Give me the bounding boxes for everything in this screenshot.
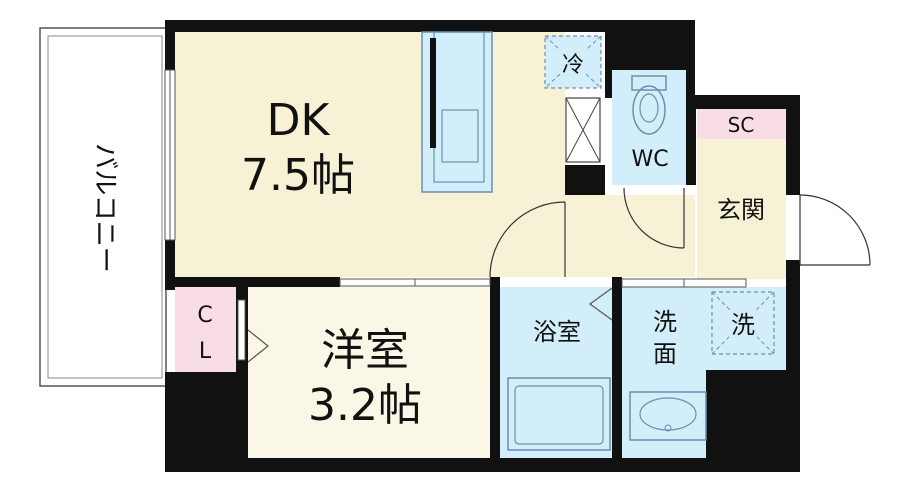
wc-label: WC bbox=[631, 147, 668, 172]
bathroom: 浴室 bbox=[500, 287, 613, 458]
balcony-window bbox=[164, 69, 176, 241]
washer-label: 洗 bbox=[731, 311, 755, 339]
shoe-closet-label: SC bbox=[728, 113, 755, 137]
fridge-label: 冷 bbox=[562, 53, 584, 78]
dk-passage-floor bbox=[565, 195, 695, 277]
washroom: 洗 面 bbox=[621, 278, 786, 458]
dk-size: 7.5帖 bbox=[241, 150, 355, 201]
washroom-line2: 面 bbox=[653, 340, 677, 368]
dk-name: DK bbox=[267, 95, 331, 146]
sliding-door-western bbox=[339, 278, 491, 287]
dk-floor bbox=[175, 32, 565, 277]
washer-space: 洗 bbox=[711, 291, 775, 355]
closet: C L bbox=[175, 287, 246, 372]
western-room-size: 3.2帖 bbox=[308, 380, 422, 431]
closet-line1: C bbox=[197, 303, 212, 328]
washroom-line1: 洗 bbox=[653, 308, 677, 336]
cabinet bbox=[565, 97, 605, 195]
western-room: 洋室 3.2帖 bbox=[247, 287, 490, 458]
entrance-label: 玄関 bbox=[717, 196, 765, 224]
bath-door-swing bbox=[489, 201, 566, 278]
entrance: 玄関 bbox=[697, 139, 871, 279]
fridge-space: 冷 bbox=[544, 35, 602, 89]
wc-room: WC bbox=[612, 70, 686, 249]
kitchen-counter bbox=[421, 31, 493, 193]
closet-line2: L bbox=[199, 339, 212, 364]
balcony bbox=[39, 27, 167, 387]
balcony-label: バルコニー bbox=[90, 143, 120, 272]
western-room-name: 洋室 bbox=[321, 325, 409, 376]
shoe-closet: SC bbox=[697, 109, 786, 139]
bath-label: 浴室 bbox=[533, 318, 581, 346]
